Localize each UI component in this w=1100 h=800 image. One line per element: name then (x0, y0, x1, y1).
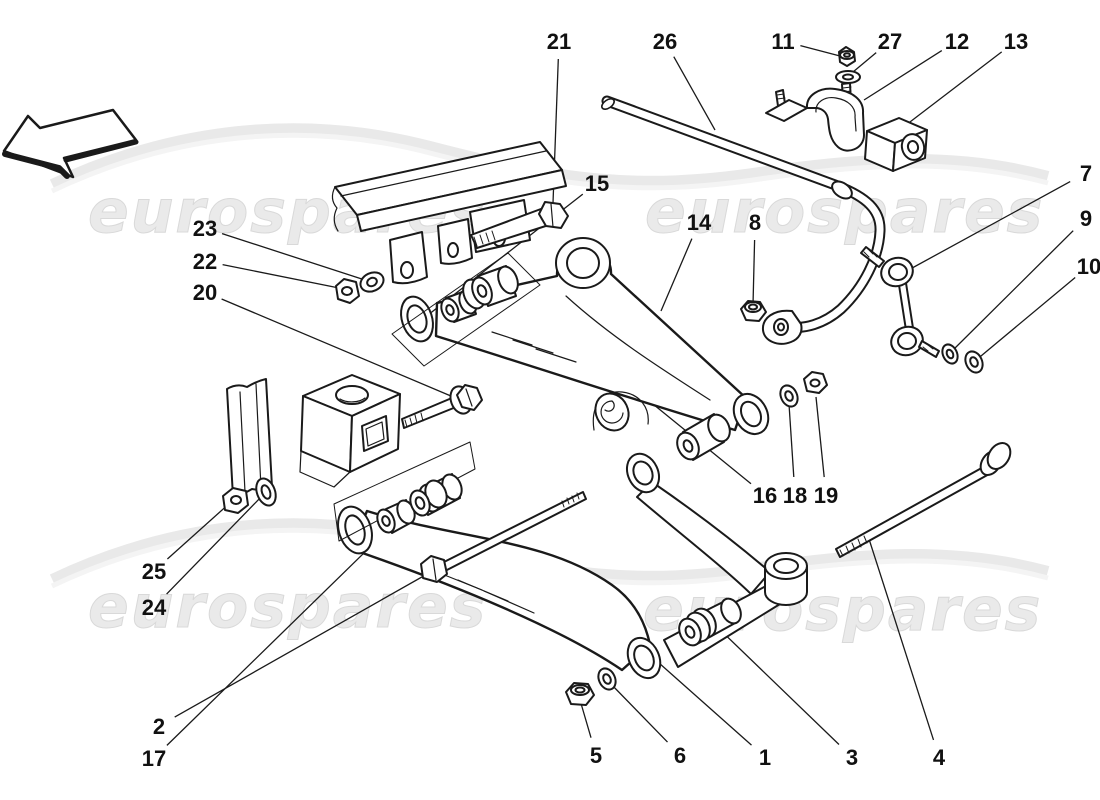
callout-label-19: 19 (814, 483, 838, 508)
callout-label-12: 12 (945, 29, 969, 54)
nut-25 (222, 487, 249, 514)
pivot-bolt-2 (420, 491, 587, 583)
watermark-text: eurospares (88, 572, 487, 642)
leader-line-10 (974, 277, 1076, 362)
callout-label-14: 14 (687, 210, 712, 235)
callout-label-2: 2 (153, 714, 165, 739)
chassis-box-bracket (299, 374, 401, 488)
leader-line-2 (174, 568, 437, 718)
leader-line-8 (752, 239, 756, 306)
callout-label-7: 7 (1080, 161, 1092, 186)
callout-label-21: 21 (547, 29, 571, 54)
leader-line-20 (221, 298, 459, 400)
bushing-1 (678, 597, 742, 647)
callout-label-13: 13 (1004, 29, 1028, 54)
leader-line-24 (166, 494, 264, 595)
callout-label-22: 22 (193, 249, 217, 274)
leader-line-18 (788, 403, 795, 478)
upper-wishbone (400, 237, 770, 436)
callout-label-20: 20 (193, 280, 217, 305)
callout-label-1: 1 (759, 745, 771, 770)
callout-label-4: 4 (933, 745, 946, 770)
callout-label-15: 15 (585, 171, 609, 196)
washer-9 (941, 343, 959, 365)
washer-23 (359, 271, 385, 293)
callout-label-3: 3 (846, 745, 858, 770)
leader-line-22 (222, 263, 345, 290)
washer-6 (597, 667, 617, 691)
leader-line-27 (852, 52, 877, 73)
leader-line-14 (660, 238, 693, 312)
leader-line-9 (950, 230, 1074, 353)
callout-label-23: 23 (193, 216, 217, 241)
callout-label-18: 18 (783, 483, 807, 508)
washer-18 (779, 384, 799, 408)
nut-5 (565, 682, 595, 706)
bolt-20 (401, 384, 483, 429)
rear-eye-cylinder (764, 552, 808, 606)
bolt-4 (835, 442, 1012, 558)
bushing-16 (676, 413, 731, 461)
leader-line-3 (711, 621, 840, 745)
callout-label-10: 10 (1077, 254, 1100, 279)
leader-line-4 (868, 538, 935, 741)
leader-line-1 (649, 654, 752, 746)
callout-label-6: 6 (674, 743, 686, 768)
callout-label-5: 5 (590, 743, 602, 768)
callout-label-27: 27 (878, 29, 902, 54)
leader-line-26 (673, 56, 716, 131)
nut-11 (838, 46, 856, 67)
rubber-bush-13 (864, 117, 928, 172)
leader-line-7 (902, 181, 1071, 274)
callout-label-25: 25 (142, 559, 166, 584)
bar-clamp-12 (765, 82, 865, 152)
washer-27 (835, 70, 861, 84)
drop-link-7 (860, 246, 940, 358)
callout-label-24: 24 (142, 595, 167, 620)
lower-wishbone (337, 391, 808, 680)
nut-22 (335, 278, 360, 304)
washer-10 (964, 350, 984, 374)
washer-24 (255, 477, 277, 507)
callout-label-17: 17 (142, 746, 166, 771)
leader-line-12 (863, 50, 943, 101)
leader-line-25 (166, 501, 232, 560)
bushings-17 (333, 441, 476, 542)
nut-8 (740, 300, 767, 322)
bushings-15 (391, 252, 541, 367)
bolt-21 (470, 201, 569, 249)
direction-arrow-icon (2, 108, 139, 179)
leader-line-5 (579, 699, 592, 738)
callout-label-9: 9 (1080, 206, 1092, 231)
nut-19 (803, 371, 828, 394)
leader-line-11 (800, 44, 841, 57)
callout-label-11: 11 (771, 29, 794, 54)
callout-label-8: 8 (749, 210, 761, 235)
leader-line-13 (905, 51, 1003, 126)
sway-bar (601, 95, 886, 345)
callout-label-16: 16 (753, 483, 777, 508)
callout-label-26: 26 (653, 29, 677, 54)
leader-line-6 (608, 681, 668, 743)
leader-line-23 (221, 232, 369, 282)
leader-line-19 (815, 396, 825, 478)
